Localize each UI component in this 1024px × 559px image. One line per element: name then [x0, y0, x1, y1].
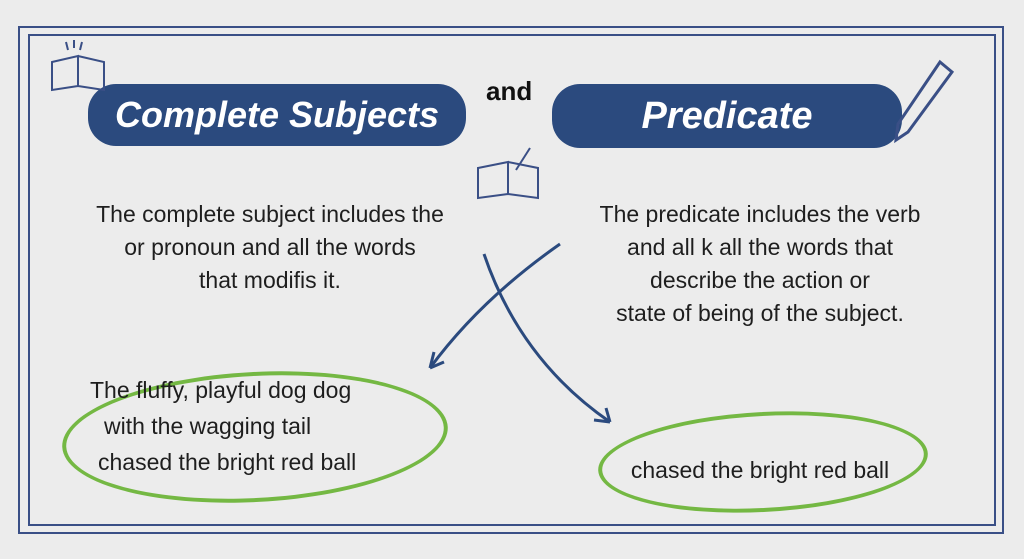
- title-predicate: Predicate: [552, 84, 902, 148]
- definition-line: and all k all the words that: [627, 234, 893, 260]
- example-line: with the wagging tail: [104, 413, 312, 439]
- definition-line: that modifis it.: [199, 267, 341, 293]
- title-and: and: [486, 76, 533, 106]
- definition-line: The predicate includes the verb: [599, 201, 921, 227]
- outer-frame: [18, 26, 1004, 534]
- definition-line: state of being of the subject.: [616, 300, 904, 326]
- predicate-definition: The predicate includes the verb and all …: [560, 198, 960, 330]
- example-line: The fluffy, playful dog dog: [90, 377, 352, 403]
- definition-line: The complete subject includes the: [96, 201, 444, 227]
- example-line: chased the bright red ball: [98, 449, 357, 475]
- subject-example: The fluffy, playful dog dog with the wag…: [90, 372, 420, 480]
- title-complete-subjects: Complete Subjects: [88, 84, 466, 146]
- predicate-example: chased the bright red ball: [630, 457, 890, 483]
- definition-line: describe the action or: [650, 267, 870, 293]
- book-icon: [51, 40, 105, 92]
- inner-frame: [28, 34, 996, 526]
- definition-line: or pronoun and all the words: [124, 234, 416, 260]
- pen-icon: [894, 59, 955, 144]
- open-book-icon: [477, 147, 539, 200]
- crossing-arrows: [428, 242, 612, 424]
- subject-definition: The complete subject includes the or pro…: [60, 198, 480, 297]
